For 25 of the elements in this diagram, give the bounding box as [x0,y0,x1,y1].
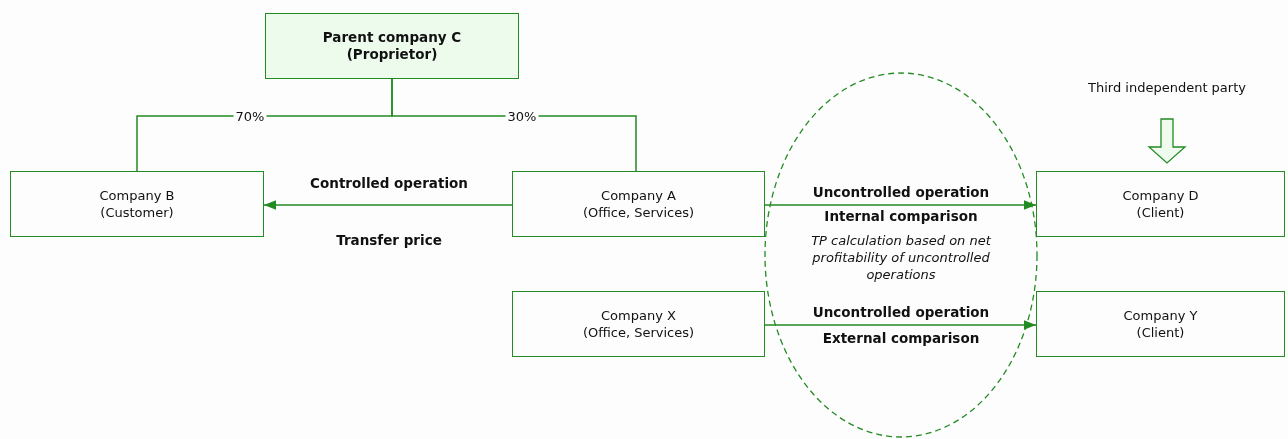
company-box [265,13,519,79]
operation-label: Internal comparison [822,208,980,224]
operation-label: Transfer price [334,232,444,248]
company-name: Company B (Customer) [98,187,176,221]
party-label: Third independent party [1088,78,1246,96]
company-box [1036,291,1285,357]
arrow [764,320,1037,330]
company-name: Company D (Client) [1121,187,1200,221]
connector-line [391,78,637,172]
company-name: Company A (Office, Services) [581,187,696,221]
arrow [764,200,1037,210]
edge-label: Uncontrolled operation [810,184,992,200]
block-arrow [1147,118,1187,164]
company-box [512,291,765,357]
arrow [263,200,513,210]
edge-label: Controlled operation [308,175,470,191]
edge-label: Uncontrolled operation [810,304,992,320]
note-text: TP calculation based on net profitability of uncontrolled operations [810,231,992,283]
company-name: Company X (Office, Services) [581,307,696,341]
company-name: Company Y (Client) [1122,307,1199,341]
company-box [10,171,264,237]
company-box [512,171,765,237]
operation-label: External comparison [820,330,982,346]
company-name: Parent company C (Proprietor) [321,29,463,63]
company-box [1036,171,1285,237]
